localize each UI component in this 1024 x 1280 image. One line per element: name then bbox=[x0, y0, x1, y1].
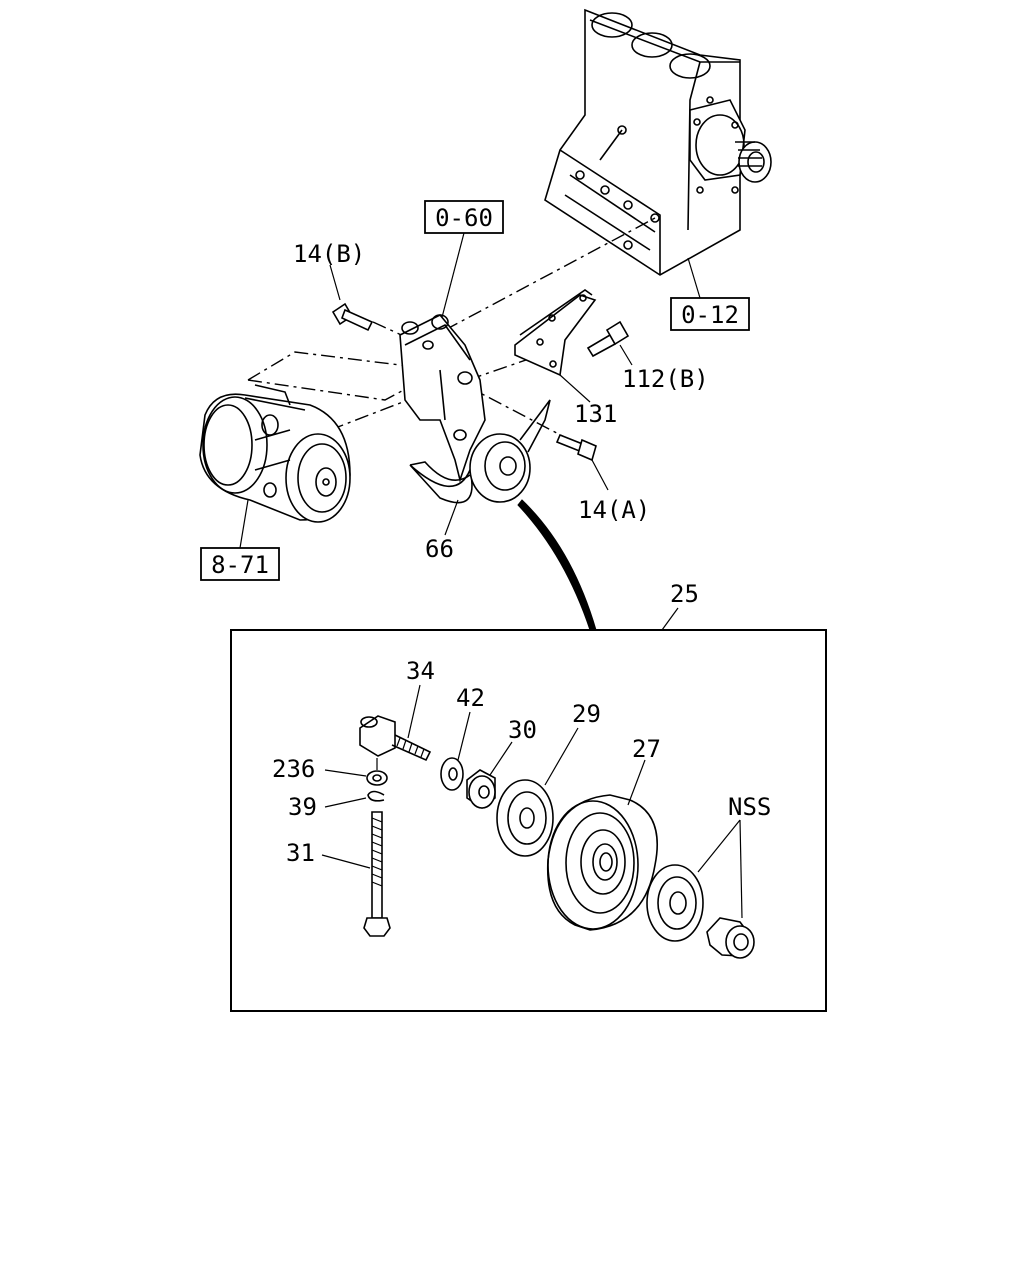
nss-bushing-illustration bbox=[706, 917, 755, 959]
pulley-27-illustration bbox=[546, 794, 658, 931]
detail-frame bbox=[230, 629, 827, 1012]
ref-box-8-71[interactable]: 8-71 bbox=[200, 547, 280, 581]
bolt-34-illustration bbox=[359, 715, 432, 762]
label-42: 42 bbox=[456, 684, 485, 712]
label-14a: 14(A) bbox=[578, 496, 650, 524]
ref-label-0-60: 0-60 bbox=[435, 204, 493, 232]
bolt-14a-illustration bbox=[555, 433, 597, 462]
plate-29-illustration bbox=[496, 779, 554, 857]
ref-label-0-12: 0-12 bbox=[681, 301, 739, 329]
engine-block-illustration bbox=[544, 8, 772, 276]
bracket-131-illustration bbox=[514, 289, 597, 377]
washer-236-illustration bbox=[366, 770, 388, 786]
label-30: 30 bbox=[508, 716, 537, 744]
snap-ring-39-illustration bbox=[367, 790, 385, 802]
label-66: 66 bbox=[425, 535, 454, 563]
ref-label-8-71: 8-71 bbox=[211, 551, 269, 579]
label-31: 31 bbox=[286, 839, 315, 867]
bracket-illustration bbox=[399, 314, 486, 483]
compressor-illustration bbox=[199, 384, 351, 523]
label-29: 29 bbox=[572, 700, 601, 728]
label-236: 236 bbox=[272, 755, 315, 783]
ref-box-0-12[interactable]: 0-12 bbox=[670, 297, 750, 331]
washer-42-illustration bbox=[440, 757, 464, 791]
label-112b: 112(B) bbox=[622, 365, 709, 393]
ref-box-0-60[interactable]: 0-60 bbox=[424, 200, 504, 234]
label-25: 25 bbox=[670, 580, 699, 608]
spacer-30-illustration bbox=[466, 769, 496, 809]
label-34: 34 bbox=[406, 657, 435, 685]
bolt-31-illustration bbox=[363, 811, 391, 937]
idler-pulley-illustration bbox=[409, 399, 551, 504]
nss-plate-illustration bbox=[646, 864, 704, 942]
bolt-14b-illustration bbox=[331, 302, 374, 332]
bolt-112b-illustration bbox=[586, 320, 630, 358]
label-14b: 14(B) bbox=[293, 240, 365, 268]
label-39: 39 bbox=[288, 793, 317, 821]
label-131: 131 bbox=[574, 400, 617, 428]
label-nss: NSS bbox=[728, 793, 771, 821]
label-27: 27 bbox=[632, 735, 661, 763]
